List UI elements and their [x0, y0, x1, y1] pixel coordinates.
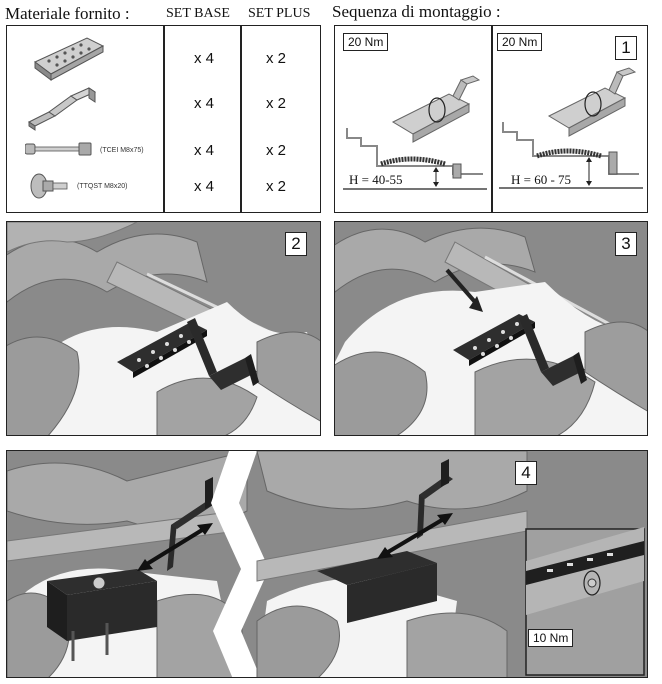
step1-divider	[491, 26, 493, 212]
step4-torque: 10 Nm	[528, 629, 574, 647]
item2-plus-qty: x 2	[266, 95, 287, 112]
step1-right-torque: 20 Nm	[497, 33, 543, 51]
step2-number: 2	[285, 232, 307, 256]
step4-number: 4	[515, 461, 537, 485]
item3-base-qty: x 4	[194, 142, 215, 159]
step4-illustration	[7, 451, 647, 677]
step1-panel: 20 Nm H = 40-55 20 Nm 1 H = 60 - 75	[334, 25, 648, 213]
step1-number: 1	[615, 36, 637, 60]
set-base-header: SET BASE	[166, 6, 230, 21]
step3-illustration	[335, 222, 647, 435]
table-divider	[240, 26, 242, 212]
step4-panel: 4 10 Nm	[6, 450, 648, 678]
table-divider	[163, 26, 165, 212]
roof-hook-illustration	[28, 87, 97, 131]
materials-title: Materiale fornito :	[5, 4, 130, 23]
step1-right-height: H = 60 - 75	[511, 172, 572, 187]
long-bolt-illustration	[25, 142, 92, 156]
step3-panel: 3	[334, 221, 648, 436]
short-bolt-illustration	[30, 173, 68, 199]
sequence-title: Sequenza di montaggio :	[332, 2, 501, 21]
step2-panel: 2	[6, 221, 321, 436]
item3-label: (TCEI M8x75)	[100, 147, 144, 154]
item1-plus-qty: x 2	[266, 50, 287, 67]
step1-left-torque: 20 Nm	[343, 33, 389, 51]
step1-left-height: H = 40-55	[349, 172, 403, 187]
step2-illustration	[7, 222, 320, 435]
materials-table: x 4 x 2 x 4 x 2 (TCEI M8x75) x 4 x 2 (TT…	[6, 25, 321, 213]
item1-base-qty: x 4	[194, 50, 215, 67]
mounting-plate-illustration	[34, 37, 105, 81]
item4-base-qty: x 4	[194, 178, 215, 195]
item3-plus-qty: x 2	[266, 142, 287, 159]
set-plus-header: SET PLUS	[248, 6, 311, 21]
item4-plus-qty: x 2	[266, 178, 287, 195]
step1-left-illustration	[343, 75, 487, 190]
step3-number: 3	[615, 232, 637, 256]
item4-label: (TTQST M8x20)	[77, 183, 128, 190]
item2-base-qty: x 4	[194, 95, 215, 112]
step1-right-illustration	[499, 67, 643, 189]
